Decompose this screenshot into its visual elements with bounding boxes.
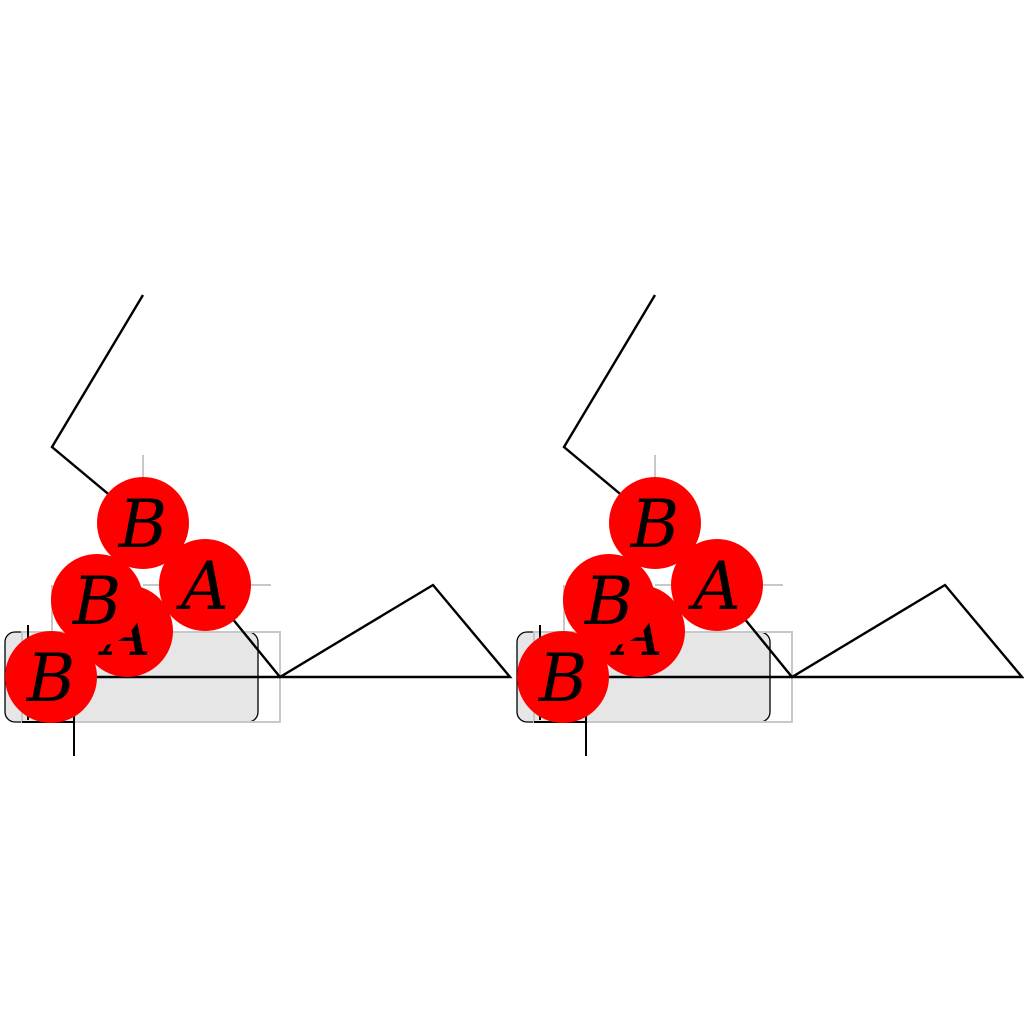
diagram-panel-right: B A A B B: [516, 294, 1024, 756]
node-b-top: B: [97, 477, 189, 569]
node-b-top-label: B: [118, 486, 168, 563]
node-b-bottom-circle: [517, 631, 609, 723]
node-b-middle-label: B: [584, 563, 634, 640]
diagram-panel-left: B A A B B: [4, 294, 513, 756]
node-a-right-label: A: [175, 548, 229, 625]
node-a-right: A: [159, 539, 251, 631]
node-a-right-label: A: [687, 548, 741, 625]
lower-path: [51, 583, 513, 679]
node-b-middle: B: [51, 554, 143, 646]
node-b-middle-circle: [51, 554, 143, 646]
node-a-right-circle: [159, 539, 251, 631]
nodes: B A A B B: [517, 477, 763, 723]
nodes: B A A B B: [5, 477, 251, 723]
node-b-middle-label: B: [72, 563, 122, 640]
node-b-middle: B: [563, 554, 655, 646]
node-b-top-circle: [609, 477, 701, 569]
node-b-bottom-label: B: [538, 640, 588, 717]
node-a-right: A: [671, 539, 763, 631]
lower-path: [563, 583, 1024, 679]
node-b-bottom: B: [5, 631, 97, 723]
node-b-bottom-label: B: [26, 640, 76, 717]
node-b-top-label: B: [630, 486, 680, 563]
node-b-middle-circle: [563, 554, 655, 646]
node-b-bottom: B: [517, 631, 609, 723]
node-a-right-circle: [671, 539, 763, 631]
node-b-bottom-circle: [5, 631, 97, 723]
node-b-top-circle: [97, 477, 189, 569]
node-b-top: B: [609, 477, 701, 569]
